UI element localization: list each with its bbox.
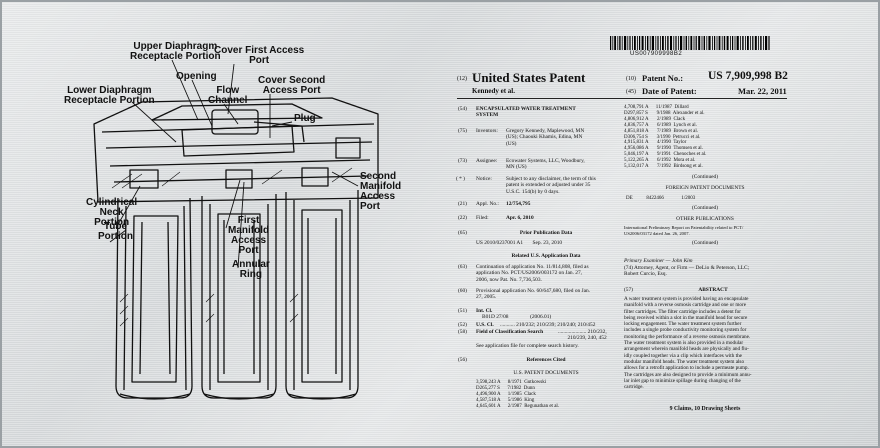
code-57: (57) <box>624 287 633 293</box>
code-10: (10) <box>626 76 636 82</box>
continuation: Continuation of application No. 11/814,8… <box>476 264 589 283</box>
code-52: (52) <box>458 322 467 328</box>
header-rule <box>457 98 787 99</box>
inventors: Gregory Kennedy, Maplewood, MN (US); Cha… <box>506 128 585 147</box>
label-cylindrical-neck: Cylindrical Neck Portion <box>86 197 138 228</box>
see-app: See application file for complete search… <box>476 343 579 349</box>
inventor-short: Kennedy et al. <box>472 87 515 95</box>
field: ..................... 210/232, 210/239, … <box>558 329 607 342</box>
label-first-manifold-access-port: First Manifold Access Port <box>228 215 270 256</box>
claims: 9 Claims, 10 Drawing Sheets <box>669 406 741 412</box>
abstract: A water treatment system is provided hav… <box>624 296 752 391</box>
label-flow-channel: Flow Channel <box>208 85 248 106</box>
continued-1: (Continued) <box>691 174 719 180</box>
code-12: (12) <box>457 76 467 82</box>
label-upper-diaphragm: Upper Diaphragm Receptacle Portion <box>130 41 221 62</box>
patent-no: US 7,909,998 B2 <box>708 70 788 82</box>
inventors-label: Inventors: <box>476 128 498 134</box>
patent-no-label: Patent No.: <box>642 73 684 83</box>
refs-left: 3,598,243 A 8/1971 Gutkowski D265,277 S … <box>476 380 560 409</box>
intcl-label: Int. Cl. <box>476 308 493 314</box>
foreign-docs: DE 8422466 1/2003 <box>626 196 696 201</box>
field-label: Field of Classification Search <box>476 329 544 335</box>
continued-2: (Continued) <box>691 205 719 211</box>
code-45: (45) <box>626 89 636 95</box>
uscl: ........... 210/232; 210/239; 210/240; 2… <box>500 322 596 328</box>
code-75: (75) <box>458 128 467 134</box>
patent-date: Mar. 22, 2011 <box>738 86 787 96</box>
provisional: Provisional application No. 60/647,680, … <box>476 288 591 301</box>
code-21: (21) <box>458 201 467 207</box>
us-docs-title: U.S. PATENT DOCUMENTS <box>513 370 579 376</box>
assignee: Ecowater Systems, LLC, Woodbury, MN (US) <box>506 158 585 171</box>
related-title: Related U.S. Application Data <box>511 253 581 259</box>
label-opening: Opening <box>176 71 217 82</box>
refs-right: 4,708,791 A 11/1987 Dillard D297,857 S 9… <box>624 105 707 170</box>
label-plug: Plug <box>294 113 316 124</box>
code-22: (22) <box>458 215 467 221</box>
patent-drawing <box>93 59 379 400</box>
code-60: (60) <box>458 288 467 294</box>
code-51: (51) <box>458 308 467 314</box>
uscl-label: U.S. Cl. <box>476 322 494 328</box>
label-lower-diaphragm: Lower Diaphragm Receptacle Portion <box>64 85 155 106</box>
abstract-title: ABSTRACT <box>698 287 728 293</box>
notice: Subject to any disclaimer, the term of t… <box>506 176 596 195</box>
invention-title: ENCAPSULATED WATER TREATMENT SYSTEM <box>476 106 576 119</box>
notice-label: Notice: <box>476 176 492 182</box>
patent-title: United States Patent <box>472 70 586 85</box>
label-cover-first-access-port: Cover First Access Port <box>214 45 305 66</box>
barcode <box>610 36 770 50</box>
prior-pub: US 2010/0237001 A1 Sep. 23, 2010 <box>476 240 563 246</box>
other-pub-title: OTHER PUBLICATIONS <box>676 216 734 222</box>
code-58: (58) <box>458 329 467 335</box>
filed-date: Apr. 6, 2010 <box>506 215 534 221</box>
examiner: Primary Examiner — John Kim <box>624 258 693 264</box>
prior-pub-title: Prior Publication Data <box>519 230 573 236</box>
code-65: (65) <box>458 230 467 236</box>
foreign-title: FOREIGN PATENT DOCUMENTS <box>665 185 745 191</box>
appl-no: 12/754,795 <box>506 201 531 207</box>
label-annular-ring: Annular Ring <box>232 259 270 280</box>
assignee-label: Assignee: <box>476 158 498 164</box>
attorney: (74) Attorney, Agent, or Firm — DeLio & … <box>624 265 750 278</box>
filed-label: Filed: <box>476 215 489 221</box>
code-56: (56) <box>458 357 467 363</box>
other-pub: International Preliminary Report on Pate… <box>624 225 744 236</box>
label-second-manifold-access-port: Second Manifold Access Port <box>360 171 402 212</box>
refs-title: References Cited <box>526 357 566 363</box>
code-63: (63) <box>458 264 467 270</box>
appl-label: Appl. No.: <box>476 201 499 207</box>
code-73: (73) <box>458 158 467 164</box>
barcode-number: US007909998B2 <box>630 51 683 57</box>
code-notice: ( * ) <box>456 176 465 182</box>
intcl: B01D 27/08 (2006.01) <box>482 314 552 320</box>
date-label: Date of Patent: <box>642 86 697 96</box>
label-cover-second-access-port: Cover Second Access Port <box>258 75 326 96</box>
code-54: (54) <box>458 106 467 112</box>
continued-3: (Continued) <box>691 240 719 246</box>
label-tube-portion: Tube Portion <box>98 221 133 242</box>
